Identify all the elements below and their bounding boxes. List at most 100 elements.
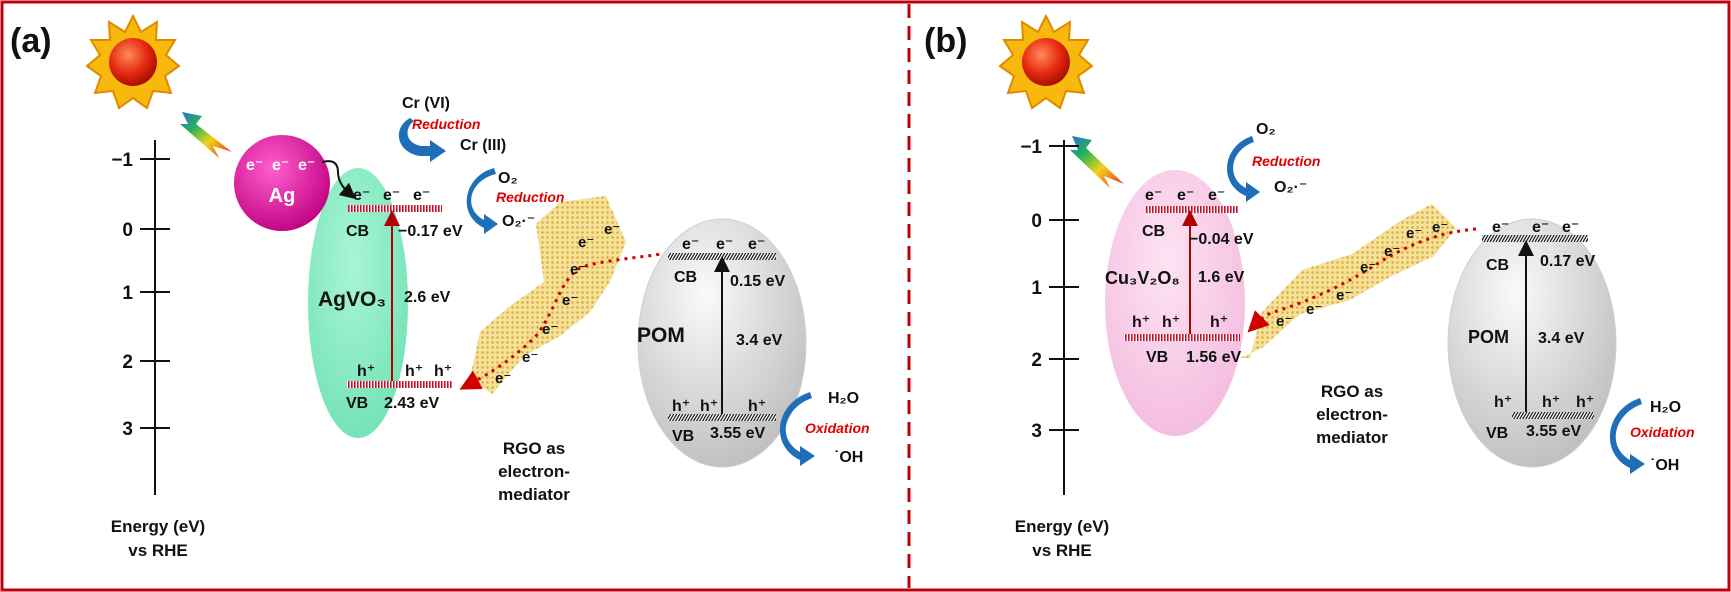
ag-electron: e⁻ bbox=[246, 157, 263, 174]
ag-electron: e⁻ bbox=[272, 157, 289, 174]
mediator-label: electron- bbox=[1316, 405, 1388, 424]
vb-label: VB bbox=[1146, 349, 1168, 366]
axis-label: vs RHE bbox=[128, 541, 188, 560]
vb-hole: h⁺ bbox=[1210, 314, 1228, 331]
pom-cb-electron: e⁻ bbox=[1562, 219, 1579, 236]
mediator-label: electron- bbox=[498, 462, 570, 481]
energy-axis: −1 0 1 2 3 Energy (eV) vs RHE bbox=[111, 140, 205, 560]
cb-value: −0.17 eV bbox=[398, 223, 463, 240]
axis-tick-label: 0 bbox=[1031, 211, 1042, 232]
cu3v2o8-cb-band bbox=[1146, 206, 1238, 213]
cr3-label: Cr (III) bbox=[460, 137, 506, 154]
rgo-mediator bbox=[470, 196, 626, 394]
mediator-electron: e⁻ bbox=[1276, 313, 1292, 330]
pom-gap-value: 3.4 eV bbox=[1538, 330, 1585, 347]
cb-electron: e⁻ bbox=[1208, 187, 1225, 204]
superoxide-label: O₂·⁻ bbox=[502, 213, 535, 230]
cb-electron: e⁻ bbox=[1177, 187, 1194, 204]
reduction-label: Reduction bbox=[1252, 153, 1320, 169]
cb-electron: e⁻ bbox=[353, 187, 370, 204]
axis-tick-label: −1 bbox=[1020, 137, 1042, 158]
hydroxyl-label: ˙OH bbox=[1650, 457, 1679, 474]
semiconductor-name: AgVO₃ bbox=[318, 288, 386, 311]
cb-value: −0.04 eV bbox=[1189, 231, 1254, 248]
vb-hole: h⁺ bbox=[357, 363, 375, 380]
pom-cb-value: 0.17 eV bbox=[1540, 253, 1595, 270]
pom-cb-electron: e⁻ bbox=[1532, 219, 1549, 236]
cb-electron: e⁻ bbox=[383, 187, 400, 204]
pom-vb-hole: h⁺ bbox=[1542, 394, 1560, 411]
ag-transfer-arrow bbox=[321, 160, 357, 200]
electron-path-arrow bbox=[1247, 227, 1477, 333]
vb-hole: h⁺ bbox=[405, 363, 423, 380]
pom-cb-value: 0.15 eV bbox=[730, 273, 785, 290]
ag-nanoparticle bbox=[234, 135, 330, 231]
mediator-electron: e⁻ bbox=[495, 370, 511, 387]
mediator-electron: e⁻ bbox=[542, 321, 558, 338]
pom-gap-value: 3.4 eV bbox=[736, 332, 783, 349]
pom-cb-label: CB bbox=[674, 269, 697, 286]
pom-vb-hole: h⁺ bbox=[748, 398, 766, 415]
oxidation-label: Oxidation bbox=[1630, 424, 1695, 440]
o2-label: O₂ bbox=[1256, 121, 1276, 138]
pom-cb-band bbox=[1482, 235, 1588, 242]
mediator-electron: e⁻ bbox=[578, 234, 594, 251]
axis-tick-label: 2 bbox=[122, 352, 133, 373]
energy-axis: −1 0 1 2 3 Energy (eV) vs RHE bbox=[1015, 137, 1109, 560]
cu3v2o8-particle bbox=[1105, 170, 1245, 436]
pom-name: POM bbox=[1468, 327, 1509, 347]
vb-hole: h⁺ bbox=[1162, 314, 1180, 331]
axis-label: Energy (eV) bbox=[111, 517, 205, 536]
pom-cb-band bbox=[668, 253, 776, 260]
pom-vb-band bbox=[1512, 412, 1594, 419]
pom-cb-label: CB bbox=[1486, 257, 1509, 274]
oxidation-label: Oxidation bbox=[805, 420, 870, 436]
pom-vb-label: VB bbox=[672, 428, 694, 445]
superoxide-label: O₂·⁻ bbox=[1274, 179, 1307, 196]
mediator-electron: e⁻ bbox=[1384, 243, 1400, 260]
reduction-label: Reduction bbox=[412, 116, 480, 132]
band-gap-value: 2.6 eV bbox=[404, 289, 451, 306]
band-gap-value: 1.6 eV bbox=[1198, 269, 1245, 286]
curved-arrow-icon bbox=[466, 168, 498, 234]
pom-cb-electron: e⁻ bbox=[682, 236, 699, 253]
mediator-electron: e⁻ bbox=[1360, 259, 1376, 276]
mediator-electron: e⁻ bbox=[1432, 219, 1448, 236]
axis-tick-label: 1 bbox=[122, 283, 133, 304]
o2-label: O₂ bbox=[498, 170, 518, 187]
pom-vb-hole: h⁺ bbox=[1494, 394, 1512, 411]
agvo3-cb-band bbox=[348, 205, 442, 212]
pom-cb-electron: e⁻ bbox=[1492, 219, 1509, 236]
hydroxyl-label: ˙OH bbox=[834, 449, 863, 466]
pom-cb-electron: e⁻ bbox=[716, 236, 733, 253]
vb-hole: h⁺ bbox=[434, 363, 452, 380]
cb-label: CB bbox=[346, 223, 369, 240]
vb-label: VB bbox=[346, 395, 368, 412]
mediator-label: mediator bbox=[1316, 428, 1388, 447]
axis-tick-label: 0 bbox=[122, 220, 133, 241]
panel-b: (b) −1 0 1 2 3 Energy (eV) vs RHE e⁻ e⁻ bbox=[924, 13, 1695, 560]
axis-tick-label: 1 bbox=[1031, 278, 1042, 299]
pom-vb-band bbox=[668, 414, 776, 421]
mediator-label: RGO as bbox=[503, 439, 565, 458]
panel-b-tag: (b) bbox=[924, 22, 967, 60]
agvo3-vb-band bbox=[347, 381, 452, 388]
curved-arrow-icon bbox=[1609, 398, 1645, 474]
cb-electron: e⁻ bbox=[413, 187, 430, 204]
cr6-label: Cr (VI) bbox=[402, 95, 450, 112]
vb-value: 1.56 eV bbox=[1186, 349, 1241, 366]
cb-electron: e⁻ bbox=[1145, 187, 1162, 204]
mediator-electron: e⁻ bbox=[1336, 287, 1352, 304]
axis-tick-label: 2 bbox=[1031, 350, 1042, 371]
agvo3-particle bbox=[308, 168, 408, 438]
axis-tick-label: 3 bbox=[1031, 421, 1042, 442]
pom-vb-value: 3.55 eV bbox=[1526, 423, 1581, 440]
sun-icon bbox=[998, 13, 1094, 110]
mediator-label: mediator bbox=[498, 485, 570, 504]
semiconductor-name: Cu₃V₂O₈ bbox=[1105, 268, 1180, 288]
mediator-electron: e⁻ bbox=[1406, 225, 1422, 242]
curved-arrow-icon bbox=[779, 392, 815, 466]
pom-vb-hole: h⁺ bbox=[1576, 394, 1594, 411]
